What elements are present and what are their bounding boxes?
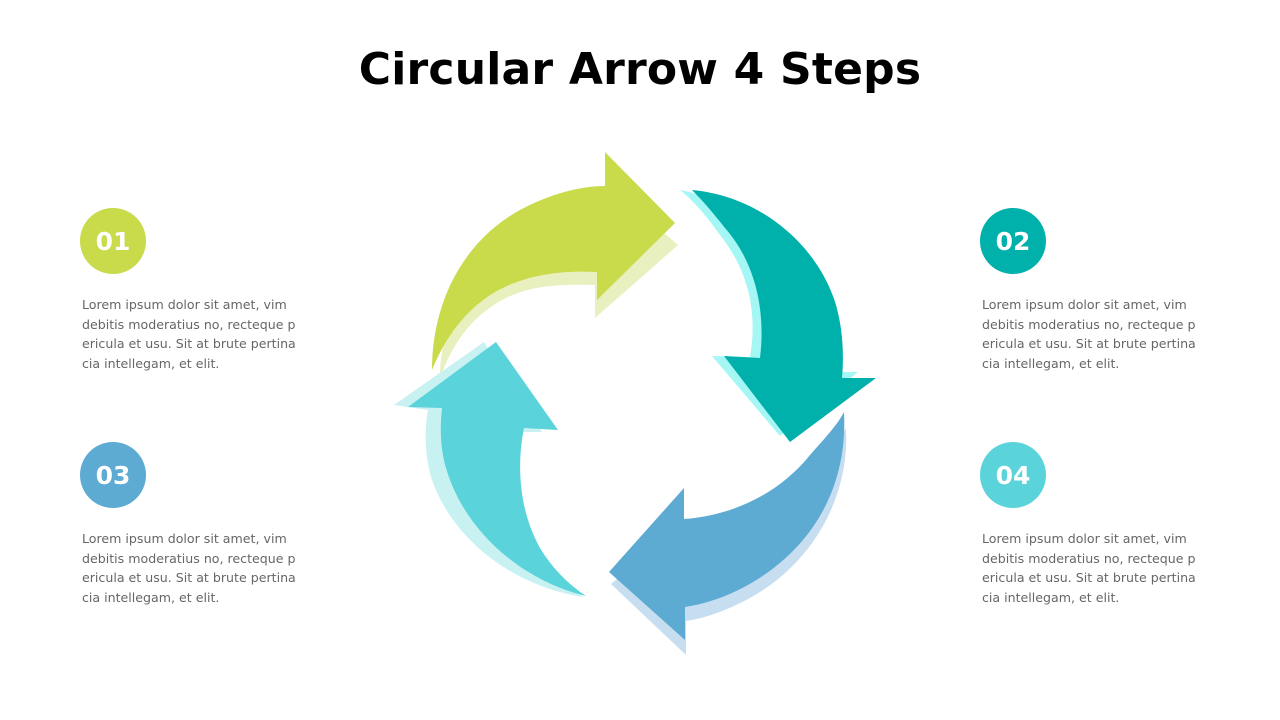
step-1: 01 Lorem ipsum dolor sit amet, vim debit… bbox=[80, 208, 312, 373]
arrow-step-2-body bbox=[692, 190, 876, 442]
arrow-step-4-body bbox=[408, 342, 586, 596]
page-title: Circular Arrow 4 Steps bbox=[358, 44, 922, 95]
arrow-step-3 bbox=[609, 412, 847, 655]
arrow-step-4 bbox=[394, 342, 586, 597]
step-2-description: Lorem ipsum dolor sit amet, vim debitis … bbox=[982, 297, 1196, 371]
step-4-number: 04 bbox=[995, 460, 1031, 490]
step-4: 04 Lorem ipsum dolor sit amet, vim debit… bbox=[980, 442, 1212, 607]
arrow-step-3-body bbox=[609, 412, 845, 640]
step-3-description: Lorem ipsum dolor sit amet, vim debitis … bbox=[82, 531, 296, 605]
arrow-step-2 bbox=[680, 190, 876, 442]
step-2-number: 02 bbox=[995, 226, 1031, 256]
arrow-step-1-body bbox=[432, 152, 675, 370]
step-2: 02 Lorem ipsum dolor sit amet, vim debit… bbox=[980, 208, 1212, 373]
step-1-number: 01 bbox=[95, 226, 131, 256]
step-3-number: 03 bbox=[95, 460, 131, 490]
step-3-badge: 03 bbox=[80, 442, 146, 508]
step-1-description: Lorem ipsum dolor sit amet, vim debitis … bbox=[82, 297, 296, 371]
arrow-step-1 bbox=[432, 152, 678, 378]
step-1-badge: 01 bbox=[80, 208, 146, 274]
step-2-badge: 02 bbox=[980, 208, 1046, 274]
step-4-description: Lorem ipsum dolor sit amet, vim debitis … bbox=[982, 531, 1196, 605]
step-3: 03 Lorem ipsum dolor sit amet, vim debit… bbox=[80, 442, 312, 607]
step-4-badge: 04 bbox=[980, 442, 1046, 508]
